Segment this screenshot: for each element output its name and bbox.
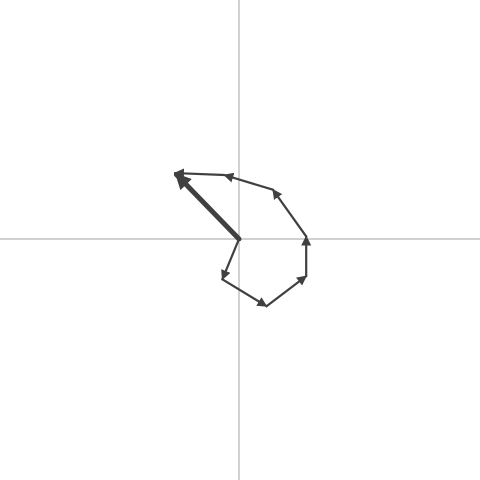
path-arrow-2	[221, 278, 268, 308]
path-arrow-6	[223, 172, 275, 191]
path-arrow-1	[221, 237, 241, 281]
path-arrow-7	[173, 168, 226, 179]
path-arrow-3	[265, 275, 308, 308]
arrows-layer	[173, 168, 312, 308]
resultant-arrow	[173, 172, 242, 242]
path-arrow-5	[271, 188, 308, 238]
